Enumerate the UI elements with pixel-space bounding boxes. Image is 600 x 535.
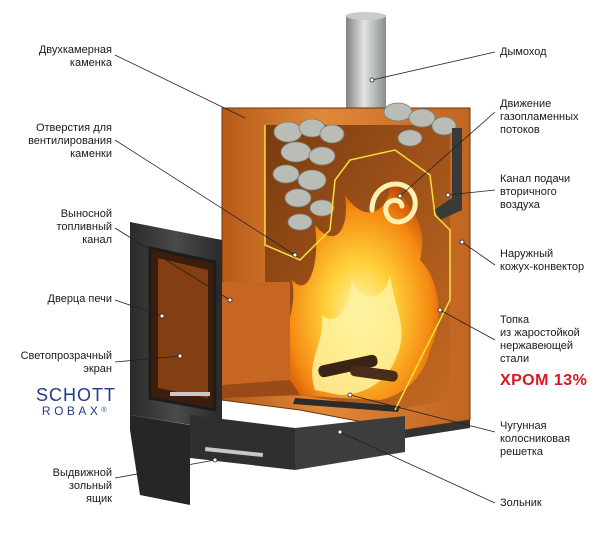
fuel-channel-floor bbox=[222, 380, 300, 398]
chimney-top bbox=[346, 12, 386, 20]
fuel-channel-interior bbox=[222, 282, 290, 385]
gas-flow-swirl bbox=[369, 181, 418, 225]
door-handle bbox=[170, 392, 210, 396]
secondary-air-channel bbox=[434, 128, 462, 220]
leader-lines bbox=[114, 51, 496, 504]
label-dverca: Дверца печи bbox=[47, 293, 112, 305]
label-dymohod: Дымоход bbox=[500, 46, 547, 58]
leader-dots bbox=[159, 77, 465, 463]
stove-base-right bbox=[405, 420, 470, 438]
ash-drawer-handle bbox=[204, 446, 264, 458]
logs bbox=[318, 354, 398, 382]
stove-base bbox=[130, 415, 190, 505]
sauna-stones bbox=[272, 102, 457, 231]
firebox-outline bbox=[264, 125, 451, 411]
ash-drawer bbox=[190, 415, 295, 470]
label-zolnik: Зольник bbox=[500, 497, 542, 509]
glass-screen bbox=[158, 258, 208, 398]
chrome-badge: ХРОМ 13% bbox=[500, 372, 588, 389]
schott-robax-logo: SCHOTT ROBAX® bbox=[36, 385, 116, 418]
grate bbox=[293, 398, 400, 412]
ash-pan bbox=[295, 416, 405, 470]
